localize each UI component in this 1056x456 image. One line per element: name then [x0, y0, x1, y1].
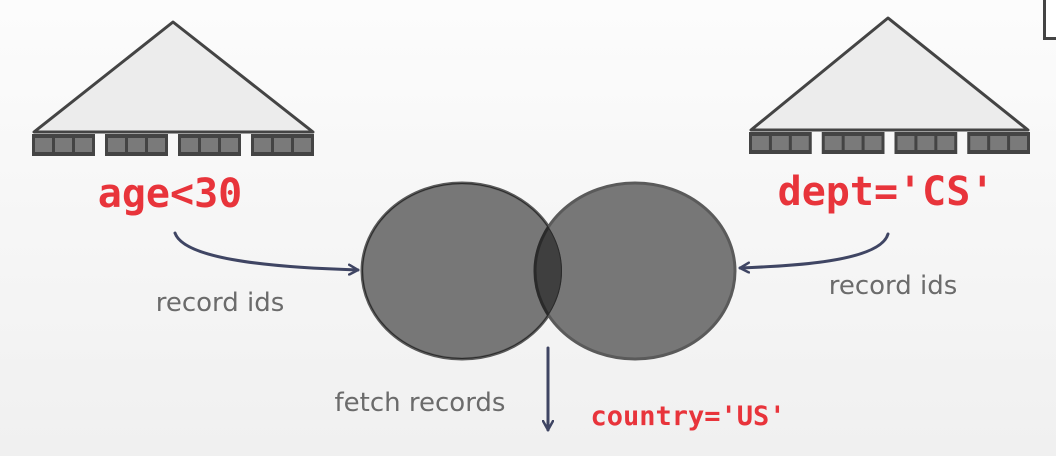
leaf-node — [967, 132, 1030, 154]
right-btree-index — [749, 16, 1030, 154]
leaf-slot — [35, 138, 52, 152]
left-tree-triangle — [32, 20, 315, 134]
leaf-node — [749, 132, 812, 154]
leaf-node — [32, 134, 95, 156]
leaf-slot — [824, 136, 842, 150]
left-tree-leaves — [32, 134, 314, 156]
corner-frame — [1043, 0, 1056, 40]
leaf-slot — [128, 138, 145, 152]
right-arrow — [738, 232, 890, 268]
leaf-slot — [970, 136, 988, 150]
leaf-slot — [897, 136, 915, 150]
leaf-slot — [181, 138, 198, 152]
leaf-slot — [917, 136, 935, 150]
right-result-set — [533, 181, 737, 361]
leaf-slot — [274, 138, 291, 152]
leaf-slot — [254, 138, 271, 152]
leaf-slot — [55, 138, 72, 152]
venn-intersection — [360, 181, 737, 361]
left-arrow-label: record ids — [156, 288, 285, 318]
right-tree-triangle — [749, 16, 1030, 132]
left-arrow — [173, 231, 360, 270]
leaf-slot — [990, 136, 1008, 150]
leaf-slot — [937, 136, 955, 150]
leaf-slot — [1010, 136, 1027, 150]
leaf-slot — [771, 136, 789, 150]
leaf-slot — [108, 138, 125, 152]
leaf-slot — [201, 138, 218, 152]
leaf-node — [105, 134, 168, 156]
leaf-node — [178, 134, 241, 156]
leaf-slot — [864, 136, 882, 150]
output-predicate: country='US' — [590, 401, 785, 432]
leaf-slot — [844, 136, 862, 150]
leaf-node — [821, 132, 885, 154]
right-tree-leaves — [749, 132, 1030, 154]
leaf-slot — [148, 138, 165, 152]
leaf-slot — [221, 138, 238, 152]
right-arrow-label: record ids — [829, 271, 958, 301]
left-predicate: age<30 — [98, 171, 243, 217]
right-predicate: dept='CS' — [778, 169, 995, 215]
leaf-slot — [75, 138, 92, 152]
fetch-records-label: fetch records — [335, 388, 506, 418]
leaf-slot — [294, 138, 311, 152]
leaf-node — [251, 134, 314, 156]
leaf-slot — [791, 136, 809, 150]
intersection-region — [533, 183, 562, 359]
leaf-slot — [752, 136, 769, 150]
left-btree-index — [32, 20, 315, 156]
leaf-node — [894, 132, 958, 154]
